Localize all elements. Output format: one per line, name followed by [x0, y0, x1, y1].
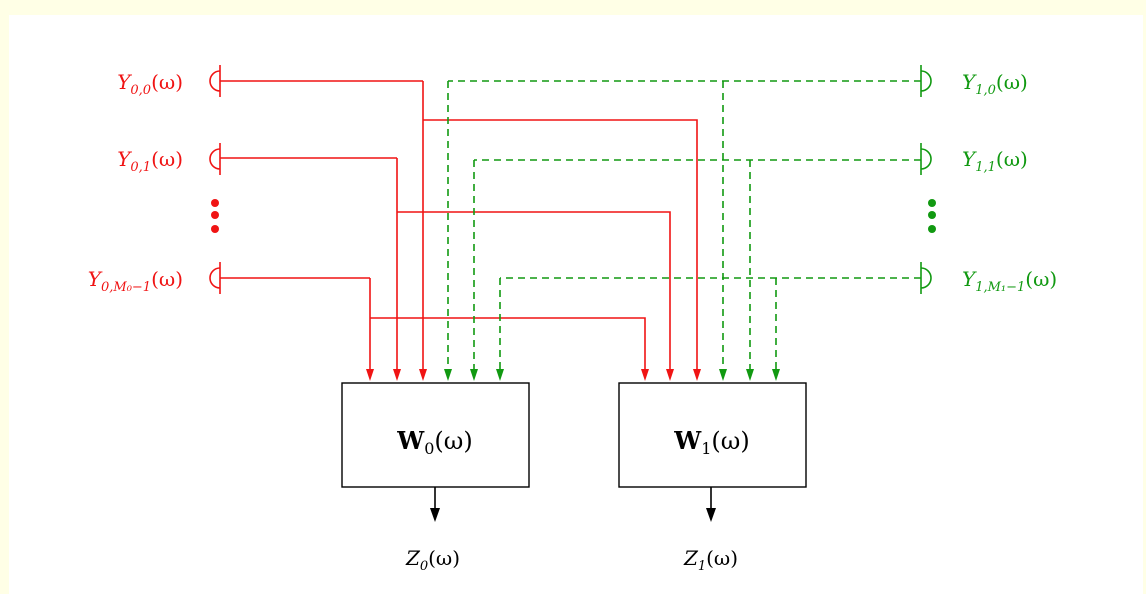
left-mic-0 — [209, 65, 424, 375]
left-mic-last — [209, 262, 371, 375]
left-ellipsis-dots — [211, 199, 219, 233]
output-label-z0: Z0(ω) — [405, 546, 460, 574]
right-mic-last — [499, 262, 932, 375]
output-label-z1: Z1(ω) — [683, 546, 738, 574]
diagram-panel — [9, 15, 1143, 594]
right-mic-1 — [473, 143, 932, 375]
mic-icon — [920, 148, 932, 170]
red-arrowheads — [366, 369, 701, 381]
mic-icon — [209, 148, 221, 170]
filter-box-w1 — [618, 382, 807, 488]
filter-box-w0 — [341, 382, 530, 488]
output-arrows — [430, 487, 716, 522]
label-y11: Y1,1(ω) — [962, 147, 1028, 175]
right-mic-0 — [447, 65, 932, 375]
filter-label-w0: W0(ω) — [396, 426, 472, 458]
red-branches-to-w1 — [370, 119, 698, 375]
left-mic-1 — [209, 143, 398, 375]
mic-icon — [920, 70, 932, 92]
right-ellipsis-dots — [928, 199, 936, 233]
mic-icon — [920, 267, 932, 289]
filter-label-w1: W1(ω) — [673, 426, 749, 458]
mic-icon — [209, 70, 221, 92]
label-y0-last: Y0,M₀−1(ω) — [88, 267, 183, 295]
label-y1-last: Y1,M₁−1(ω) — [962, 267, 1057, 295]
label-y10: Y1,0(ω) — [962, 70, 1028, 98]
mic-icon — [209, 267, 221, 289]
green-arrowheads — [444, 369, 780, 381]
label-y00: Y0,0(ω) — [117, 70, 183, 98]
label-y01: Y0,1(ω) — [117, 147, 183, 175]
